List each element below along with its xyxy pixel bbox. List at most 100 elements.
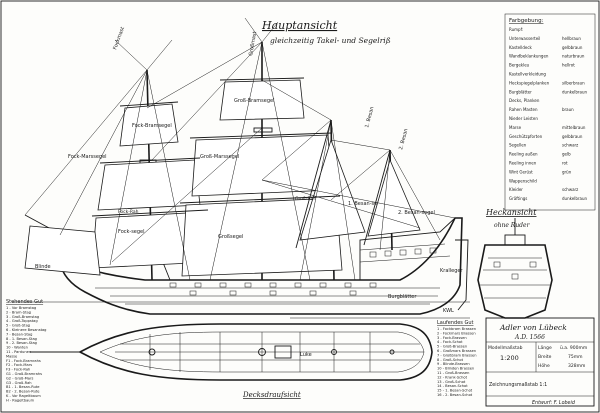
legend-center-item: 2 - Fockmars Brassen (437, 331, 476, 335)
legend-center-item: 9 - Blinde-Brassen (437, 362, 470, 366)
sail-gross-bramsegel: Groß-Bramsegel (219, 79, 305, 121)
legend-left-item: H - Rageltbaum (6, 398, 35, 402)
sail-blinde: Blinde (24, 225, 101, 276)
legend-left-item: 10 - Wanten (6, 346, 28, 350)
yards (91, 77, 391, 249)
legend-left-item: 5 - Groß-Stag (6, 324, 30, 328)
label-fock-bramsegel: Fock-Bramsegel (132, 123, 172, 129)
legend-center-item: 15 - 1. Besan-Schot (437, 389, 473, 393)
legend-center-item: 8 - Groß-Schot (437, 358, 464, 362)
label-besan2: 2. Besan-segel (398, 210, 435, 216)
color-key-color: schwarz (562, 187, 578, 192)
legend-left-item: 3 - Groß-Bramstag (6, 315, 39, 319)
title-block-width-value: 75mm (568, 354, 583, 360)
label-grosssegel: Großsegel (218, 234, 243, 240)
drawing-title: Hauptansicht (261, 19, 338, 32)
title-block-scale: 1:200 (500, 354, 519, 362)
label-luke: Luke (300, 352, 312, 358)
label-besan2-mast: 2. Besan (398, 128, 409, 151)
legend-center-item: 13 - Groß-Schot (437, 380, 466, 384)
legend-left-item: G3 - Groß-Rah (6, 381, 32, 385)
color-key-color: gelb (562, 152, 571, 157)
legend-left-item: K - Vor Rageltbaum (6, 394, 41, 398)
rigging-lines (24, 17, 456, 281)
legend-left-item: 4 - Groß-Toppstag (6, 319, 38, 323)
sail-fock-bramsegel: Fock-Bramsegel (119, 103, 179, 147)
color-key-color: grün (562, 169, 572, 174)
label-burgblatter: Burgblätter (388, 294, 417, 300)
color-key-color: silberbraun (562, 80, 585, 85)
color-key-part: Kastelldeck (509, 45, 533, 50)
legend-center-item: 11 - Groß-Brassen (437, 371, 469, 375)
drawing-subtitle: gleichzeitig Takel- und Segelriß (270, 36, 391, 45)
color-key-color: dunkelbraun (562, 89, 588, 94)
title-block-designer: Entwurf: F. Lobeid (532, 400, 576, 406)
color-key-color: gelbbraun (562, 45, 583, 50)
color-key-part: Gräftings (509, 196, 527, 201)
color-key-color: rot (562, 161, 568, 166)
title-block-drawing-scale: Zeichnungsmaßstab 1:1 (489, 382, 547, 388)
title-block-ship: Adler von Lübeck (499, 323, 567, 332)
legend-left-item: B2 - 2. Besan-Rute (6, 390, 40, 394)
legend-left-item: 6 - Kleinere Besanstag (6, 328, 46, 332)
legend-left-title: Stehendes Gut (6, 299, 43, 305)
color-key-part: Marse (509, 125, 522, 130)
color-key-color: naturbraun (562, 54, 585, 59)
color-key-part: Burgblätter (509, 89, 532, 94)
color-key-part: Wappenschild (509, 178, 537, 183)
legend-center-item: 16 - 2. Besan-Schot (437, 393, 473, 397)
legend-left-item: 8 - 1. Besan-Stag (6, 337, 37, 341)
title-block-year: A.D. 1566 (514, 334, 545, 341)
label-gross-rah: Groß-Rah (295, 196, 316, 202)
legend-center-item: 10 - Blinden Brassen (437, 367, 474, 371)
color-key-color: schwarz (562, 143, 578, 148)
legend-center-item: 4 - Fock-Schot (437, 340, 463, 344)
color-key-color: dunkelbraun (562, 196, 588, 201)
deck-plan-view: Luke (30, 323, 433, 381)
color-key-part: Geschützpforten (509, 134, 543, 139)
title-block-height-value: 328mm (568, 363, 585, 369)
legend-left-item: Masse (6, 354, 18, 358)
color-key-part: Nieder Leisten (509, 116, 538, 121)
legend-center-title: Laufendes Gut (437, 320, 474, 326)
legend-center-item: 1 - Fockbram Brassen (437, 327, 476, 331)
legend-center-item: 7 - Großbram Brassen (437, 353, 477, 357)
legend-left-item: 2 - Bram-Stag (6, 310, 31, 314)
label-gross-bramsegel: Groß-Bramsegel (234, 98, 275, 104)
color-key-part: Bergekleu (509, 63, 530, 68)
sail-gross-marssegel: Groß-Marssegel (191, 134, 333, 197)
title-block-height-label: Höhe (538, 363, 550, 369)
title-block-model-scale-label: Modellmaßstab (488, 345, 523, 351)
title-block-length-value: ü.a. 900mm (560, 345, 587, 351)
label-kwl: KWL (443, 308, 454, 314)
label-fock-marssegel: Fock-Marssegel (68, 154, 107, 160)
sail-grosssegel: Großsegel (181, 197, 343, 277)
legend-left-item: F3 - Fock-Rah (6, 368, 30, 372)
label-gross-marssegel: Groß-Marssegel (200, 154, 239, 160)
legend-center-item: 6 - Großmars Brassen (437, 349, 476, 353)
color-key-color: gelbbraun (562, 134, 583, 139)
color-key-title: Farbgebung: (509, 18, 544, 24)
legend-left-item: 11 - Pardunen (6, 350, 31, 354)
title-block-width-label: Breite (538, 354, 552, 360)
color-key-part: Kleider (509, 187, 523, 192)
legend-left-item: G1 - Groß-Bramrahs (6, 372, 42, 376)
label-focksegel: Fock-segel (118, 229, 145, 235)
color-key-color: mittelbraun (562, 125, 586, 130)
sail-besan2: 2. Besan-segel (367, 158, 435, 237)
color-key-part: Reeling außen (509, 152, 538, 157)
title-block-length-label: Länge (538, 345, 552, 351)
color-key-color: hellbraun (562, 36, 581, 41)
legend-left-item: F2 - Fock-Mars (6, 363, 32, 367)
color-key-color: hellrot (562, 63, 575, 68)
color-key-part: Decks, Planken (509, 98, 540, 103)
stern-view-title: Heckansicht (485, 208, 537, 217)
legend-left-item: 9 - 2. Besan-Stag (6, 341, 37, 345)
label-besan1: 1. Besan-segel (348, 201, 385, 207)
color-key-color: braun (562, 107, 574, 112)
